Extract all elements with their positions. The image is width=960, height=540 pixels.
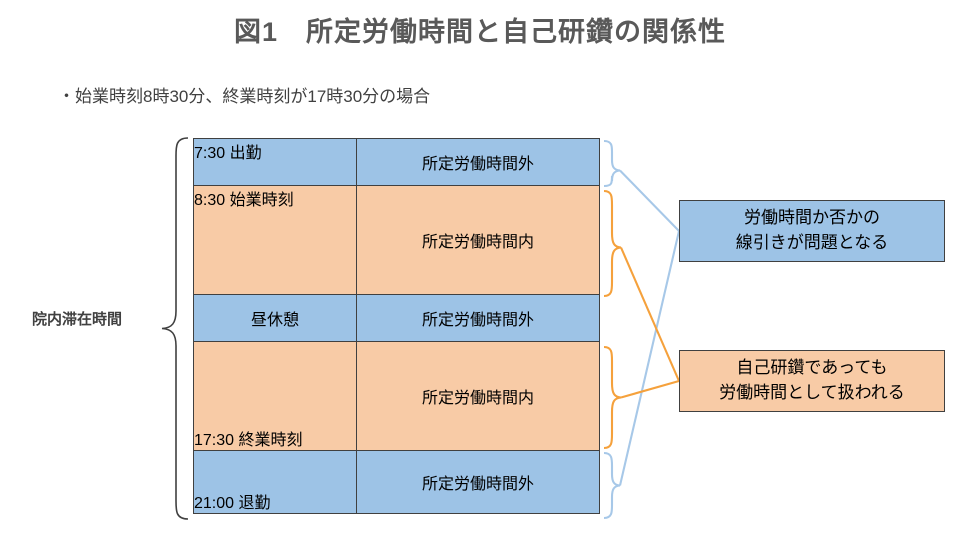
table-row: 17:30 終業時刻 所定労働時間内: [193, 341, 600, 451]
brace-row1-blue-icon: [603, 139, 621, 188]
row-time-cell: 8:30 始業時刻: [193, 185, 357, 295]
subtitle-text: ・始業時刻8時30分、終業時刻が17時30分の場合: [58, 87, 431, 106]
row-time-cell: 21:00 退勤: [193, 450, 357, 514]
row-time-cell: 17:30 終業時刻: [193, 341, 357, 451]
table-row: 昼休憩 所定労働時間外: [193, 294, 600, 342]
connector-row4-to-orange-callout: [620, 379, 680, 399]
table-row: 7:30 出勤 所定労働時間外: [193, 138, 600, 186]
brace-row4-orange-icon: [603, 345, 622, 450]
left-brace-icon: [161, 137, 189, 520]
work-schedule-table: 7:30 出勤 所定労働時間外 8:30 始業時刻 所定労働時間内 昼休憩 所定…: [193, 138, 600, 514]
row-time-cell: 昼休憩: [193, 294, 357, 342]
row-category-cell: 所定労働時間内: [356, 185, 600, 295]
table-row: 8:30 始業時刻 所定労働時間内: [193, 185, 600, 295]
stay-time-label: 院内滞在時間: [32, 311, 123, 328]
connector-row5-to-blue-callout: [618, 230, 681, 486]
callout-blue-box: 労働時間か否かの 線引きが問題となる: [679, 200, 945, 262]
page-title: 図1 所定労働時間と自己研鑽の関係性: [233, 17, 726, 47]
connector-row2-to-orange-callout: [620, 247, 680, 382]
row-category-cell: 所定労働時間外: [356, 138, 600, 186]
callout-orange-line2: 労働時間として扱われる: [719, 383, 905, 402]
callout-blue-line2: 線引きが問題となる: [735, 233, 889, 252]
row-category-cell: 所定労働時間外: [356, 294, 600, 342]
callout-orange-line1: 自己研鑽であっても: [736, 358, 888, 378]
row-category-cell: 所定労働時間内: [356, 341, 600, 451]
table-row: 21:00 退勤 所定労働時間外: [193, 450, 600, 514]
row-time-cell: 7:30 出勤: [193, 138, 357, 186]
connector-row1-to-blue-callout: [619, 169, 680, 232]
callout-orange-box: 自己研鑽であっても 労働時間として扱われる: [679, 350, 945, 412]
brace-row5-blue-icon: [603, 451, 621, 520]
row-category-cell: 所定労働時間外: [356, 450, 600, 514]
callout-blue-line1: 労働時間か否かの: [744, 208, 880, 228]
brace-row2-orange-icon: [603, 189, 622, 298]
